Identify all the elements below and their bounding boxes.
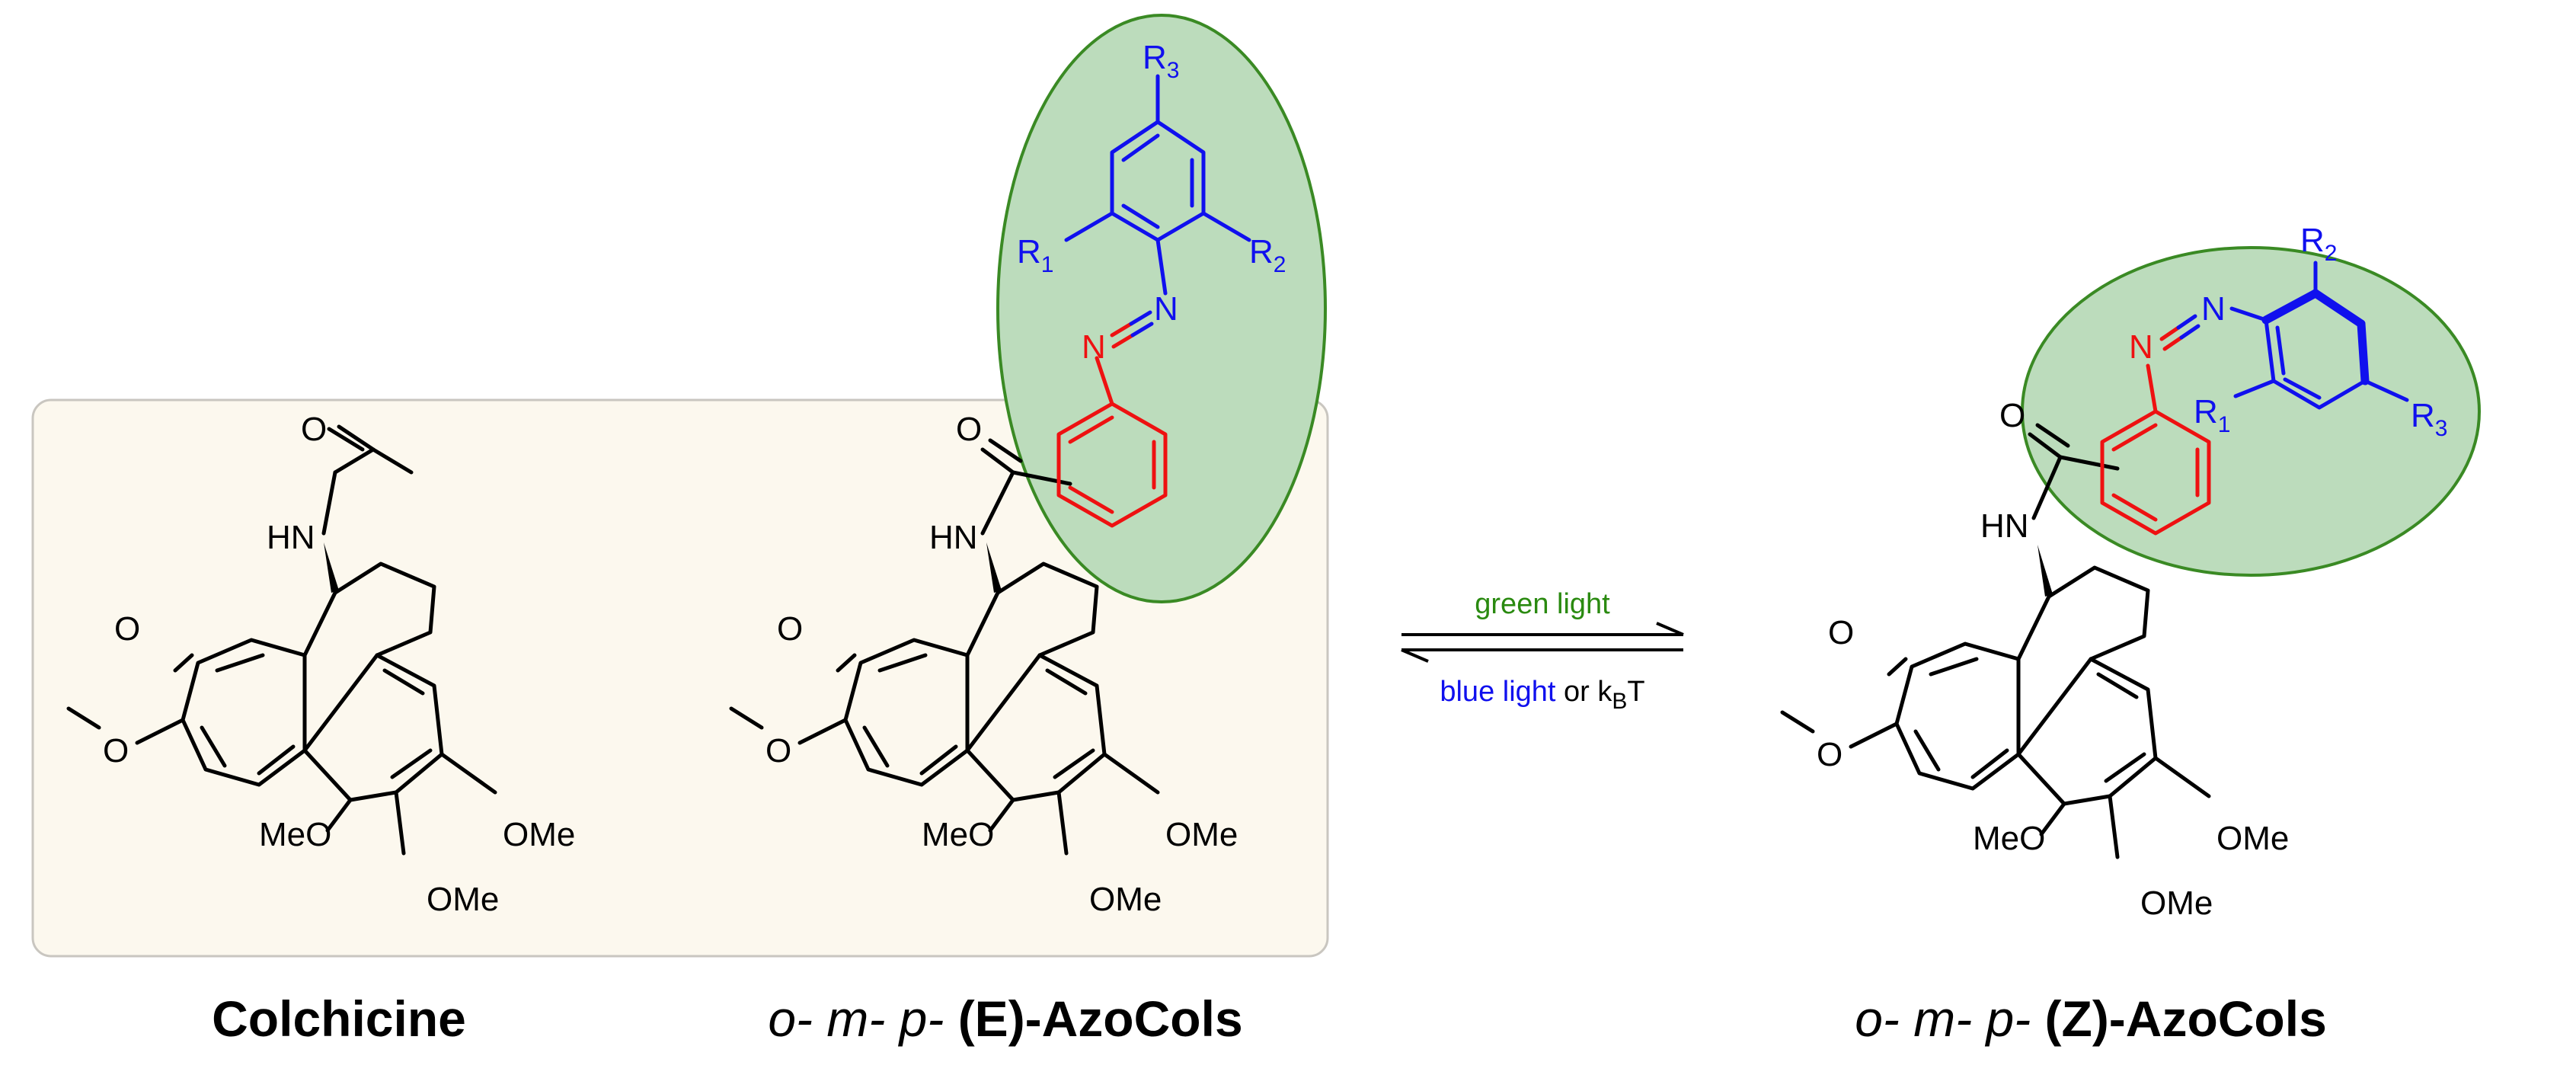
z-r3: R3 (2411, 397, 2447, 441)
z-r2: R2 (2300, 222, 2337, 266)
z-azo-n-red: N (2129, 328, 2153, 366)
z-meo: MeO (1973, 820, 2045, 857)
e-r1: R1 (1017, 233, 1053, 277)
forward-condition: green light (1475, 588, 1610, 620)
e-ome-bottom: OMe (1089, 881, 1162, 918)
e-ketone-o: O (777, 610, 803, 648)
caption-colchicine: Colchicine (212, 990, 466, 1047)
e-ether-o: O (765, 732, 791, 769)
e-carbonyl-oxygen: O (956, 411, 982, 448)
reverse-condition: blue light or kBT (1440, 676, 1644, 714)
colchicine-ome-bottom: OMe (427, 881, 499, 918)
colchicine-hn: HN (267, 519, 315, 556)
z-ether-o: O (1817, 736, 1843, 773)
caption-z-azocols: o- m- p- (Z)-AzoCols (1855, 990, 2327, 1047)
z-ome-bottom: OMe (2140, 885, 2213, 922)
colchicine-structure: O HN O O MeO OMe OMe (66, 411, 575, 918)
z-hn: HN (1980, 507, 2029, 545)
caption-e-azocols: o- m- p- (E)-AzoCols (768, 990, 1242, 1047)
e-ome-right: OMe (1165, 816, 1238, 853)
z-azo-n-blue: N (2201, 290, 2226, 328)
e-r3: R3 (1143, 39, 1179, 83)
equilibrium-arrows: green light blue light or kBT (1401, 588, 1684, 714)
e-azobenzene-highlight (996, 14, 1327, 603)
colchicine-meo: MeO (259, 816, 331, 853)
e-meo: MeO (922, 816, 994, 853)
shared-core-box (31, 398, 1329, 958)
e-hn: HN (929, 519, 978, 556)
z-r1: R1 (2194, 393, 2230, 437)
e-azocol-structure: O HN O O MeO OMe OMe N (729, 39, 1286, 918)
z-carbonyl-oxygen: O (1999, 397, 2025, 434)
z-azocol-structure: O HN O O MeO OMe OMe N (1780, 222, 2447, 922)
e-azo-n-red: N (1082, 328, 1106, 366)
colchicine-carbonyl-oxygen: O (301, 411, 327, 448)
colchicine-ketone-o: O (114, 610, 140, 648)
z-ketone-o: O (1828, 614, 1854, 651)
e-azo-n-blue: N (1154, 290, 1178, 328)
colchicine-ome-right: OMe (503, 816, 575, 853)
z-ome-right: OMe (2216, 820, 2289, 857)
e-r2: R2 (1249, 233, 1286, 277)
colchicine-ether-o: O (103, 732, 129, 769)
